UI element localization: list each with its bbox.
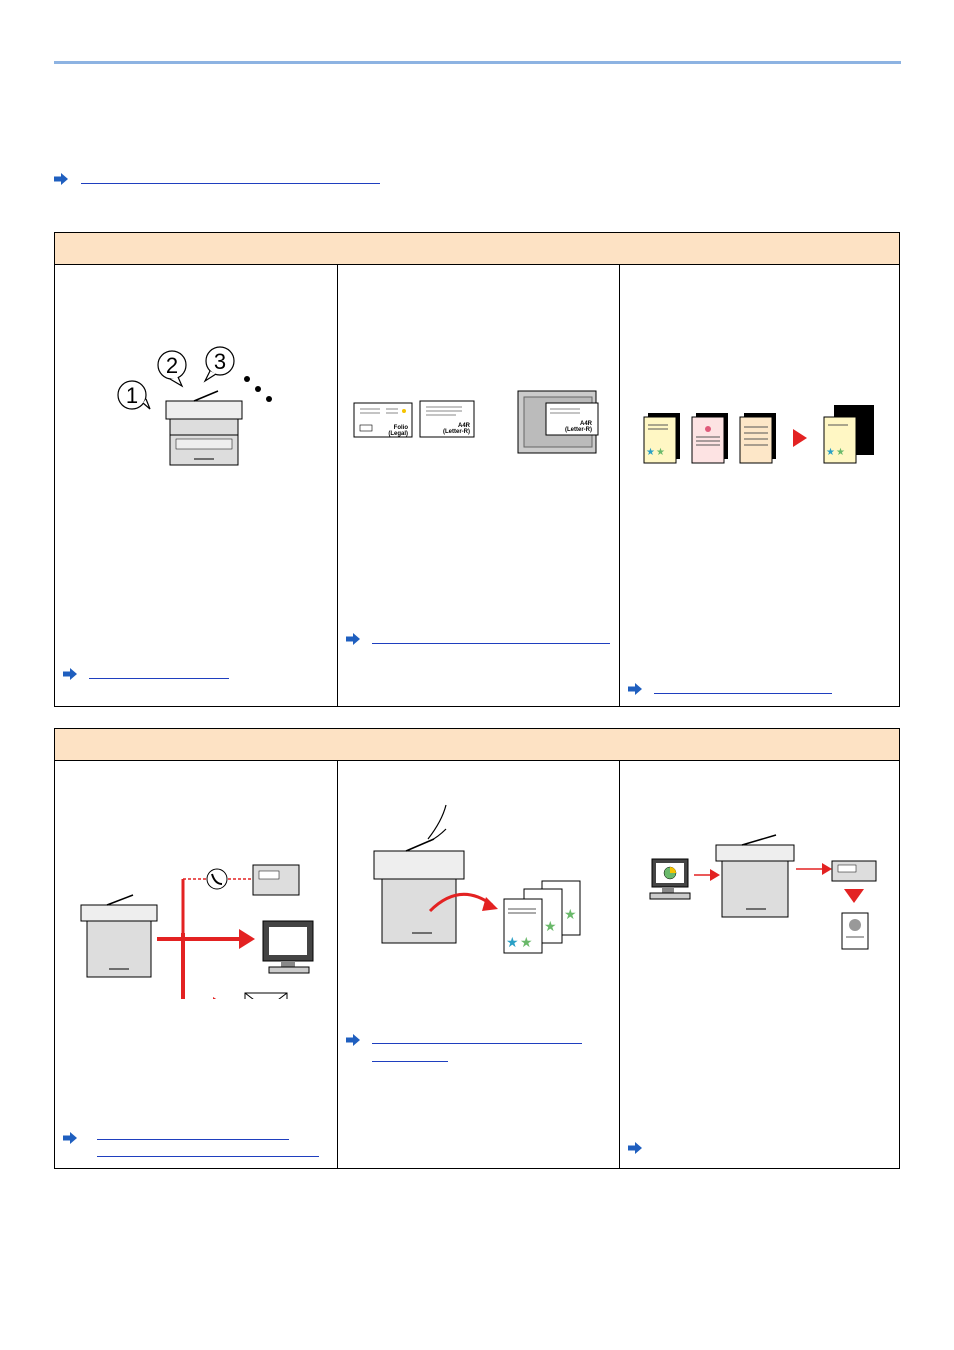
svg-text:★: ★ <box>520 934 533 950</box>
section-2-cell-2: ★★ ★ ★ <box>337 761 619 1168</box>
cell-1-link-underline[interactable] <box>89 678 229 679</box>
cell-2-link-underline[interactable] <box>372 643 610 644</box>
section-2-cell-2-link-underline-2[interactable] <box>372 1061 448 1062</box>
svg-text:★: ★ <box>646 447 655 458</box>
right-arrow-icon <box>63 668 77 680</box>
bubble-1-label: 1 <box>126 383 138 408</box>
section-2-cell-1-reference[interactable] <box>63 1129 77 1147</box>
combine-originals-illustration: ★★ ★★ <box>638 405 883 475</box>
svg-text:★: ★ <box>836 447 845 458</box>
intro-reference-link[interactable] <box>54 170 68 190</box>
hand-icon <box>428 805 446 841</box>
bubble-2-label: 2 <box>166 353 178 378</box>
fax-machine-icon <box>253 865 299 895</box>
bubble-3-label: 3 <box>214 349 226 374</box>
feature-section-2: ★★ ★ ★ <box>54 728 900 1169</box>
paper-3-sublabel: (Letter-R) <box>565 427 592 433</box>
telephone-handset-icon <box>207 869 227 889</box>
svg-text:★: ★ <box>564 906 577 922</box>
svg-text:★: ★ <box>826 447 835 458</box>
section-2-cell-2-reference[interactable] <box>346 1031 360 1049</box>
section-2-cell-3 <box>619 761 901 1168</box>
right-arrow-icon <box>54 173 68 185</box>
mixed-paper-size-illustration: Folio (Legal) A4R (Letter-R) A4R (Letter… <box>350 385 612 465</box>
section-2-cell-1-link-underline-1[interactable] <box>97 1139 289 1140</box>
right-arrow-icon <box>628 683 642 695</box>
header-rule <box>54 61 901 64</box>
section-2-cell-3-reference[interactable] <box>628 1139 642 1157</box>
paper-2-sublabel: (Letter-R) <box>443 429 470 435</box>
feature-section-1: 1 2 3 <box>54 232 900 707</box>
section-1-header <box>55 233 899 265</box>
svg-text:★: ★ <box>544 918 557 934</box>
intro-link-underline[interactable] <box>81 183 380 184</box>
svg-text:★: ★ <box>506 934 519 950</box>
right-arrow-icon <box>346 633 360 645</box>
cell-1-reference[interactable] <box>63 665 77 683</box>
section-2-cell-2-link-underline-1[interactable] <box>372 1043 582 1044</box>
section-2-header <box>55 729 899 761</box>
section-2-cell-1 <box>55 761 337 1168</box>
send-destinations-illustration <box>75 829 325 999</box>
right-arrow-icon <box>346 1034 360 1046</box>
section-1-cell-2: Folio (Legal) A4R (Letter-R) A4R (Letter… <box>337 265 619 706</box>
pc-fax-illustration <box>646 829 886 969</box>
section-1-cell-3: ★★ ★★ <box>619 265 901 706</box>
right-arrow-icon <box>628 1142 642 1154</box>
right-arrow-icon <box>63 1132 77 1144</box>
section-2-cell-1-link-underline-2[interactable] <box>97 1156 319 1157</box>
multifunction-printer-icon: 1 2 3 <box>110 343 290 483</box>
paper-1-sublabel: (Legal) <box>388 431 408 437</box>
cell-2-reference[interactable] <box>346 630 360 648</box>
cell-3-reference[interactable] <box>628 680 642 698</box>
svg-text:★: ★ <box>656 447 665 458</box>
section-1-cell-1: 1 2 3 <box>55 265 337 706</box>
cell-3-link-underline[interactable] <box>654 693 832 694</box>
copy-output-illustration: ★★ ★ ★ <box>368 801 598 971</box>
